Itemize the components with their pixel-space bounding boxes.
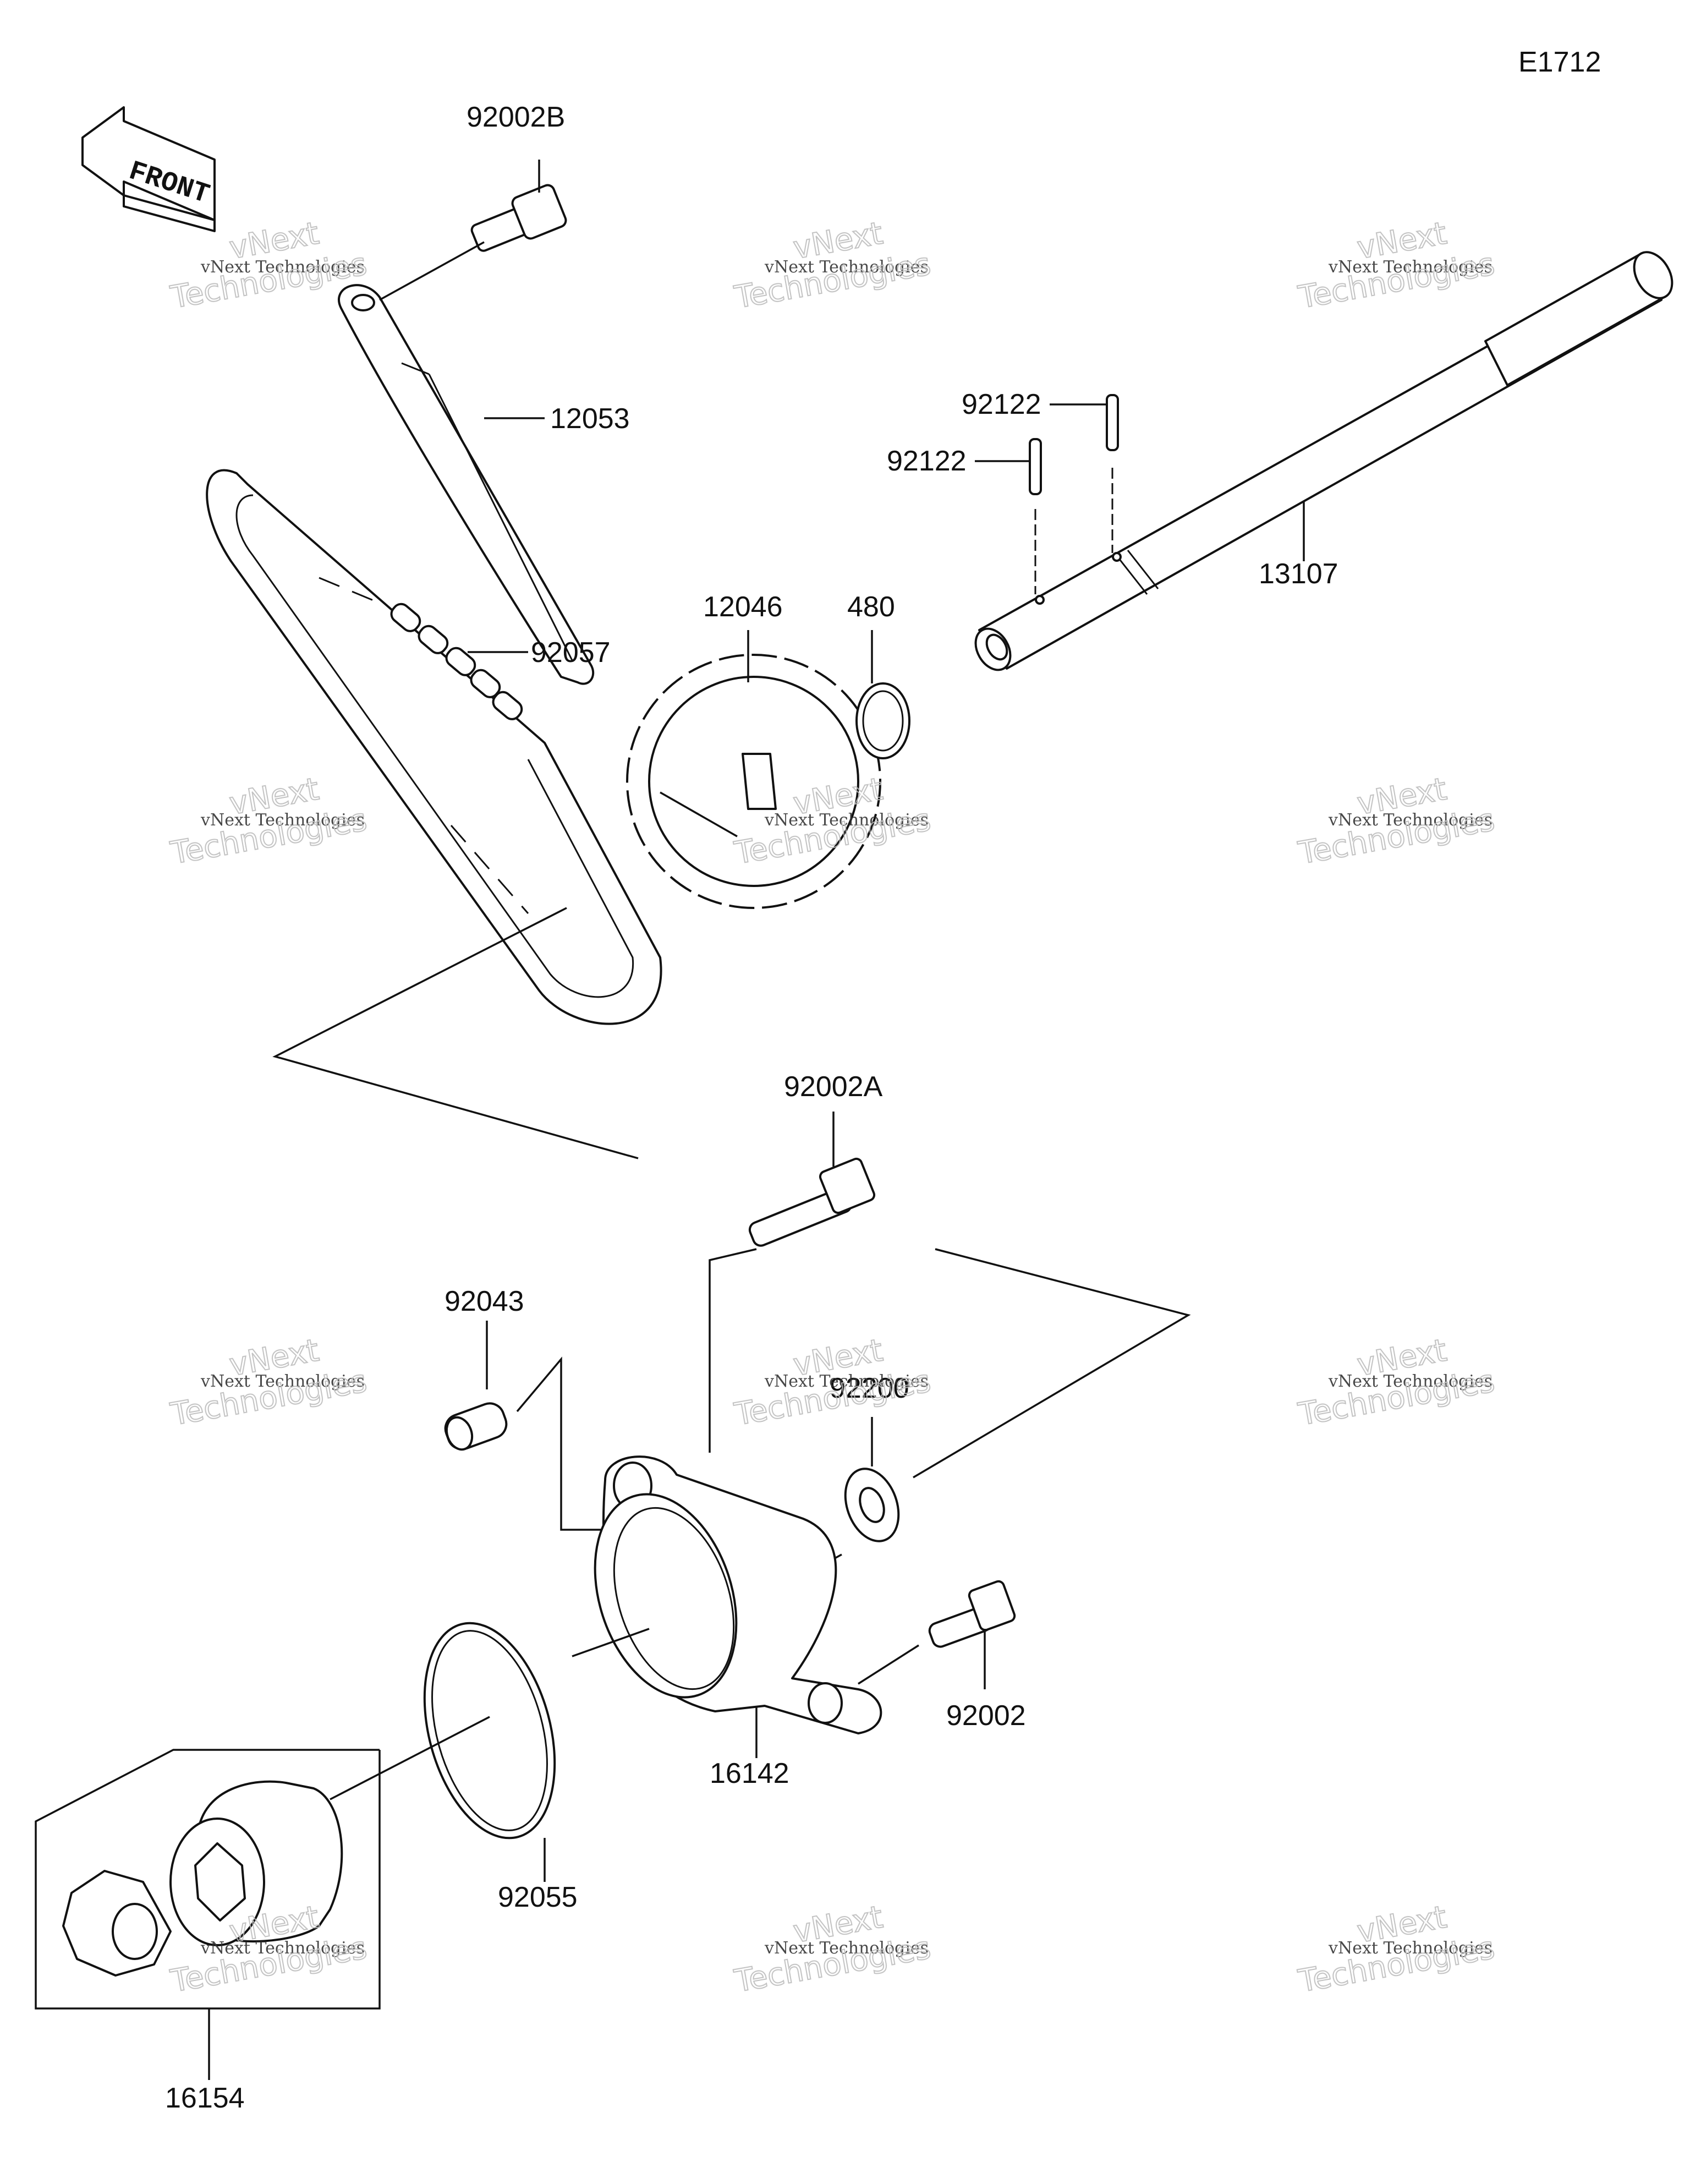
- label-12053: 12053: [550, 403, 630, 435]
- svg-text:vNext Technologies: vNext Technologies: [200, 1372, 365, 1391]
- bolt-92002: [858, 1580, 1016, 1689]
- label-16154: 16154: [165, 2082, 245, 2114]
- shaft-13107: [974, 251, 1673, 671]
- washer-92200: [844, 1417, 900, 1542]
- label-92200: 92200: [830, 1372, 909, 1404]
- svg-text:vNext Technologies: vNext Technologies: [764, 1372, 929, 1391]
- chain-guide-12053: [338, 284, 595, 685]
- svg-text:vNext Technologies: vNext Technologies: [764, 258, 929, 277]
- label-92057: 92057: [531, 637, 611, 669]
- svg-text:vNext Technologies: vNext Technologies: [200, 811, 365, 830]
- label-92122-upper: 92122: [962, 388, 1041, 420]
- label-92055: 92055: [498, 1881, 578, 1913]
- label-12046: 12046: [703, 591, 783, 623]
- svg-text:vNext Technologies: vNext Technologies: [764, 811, 929, 830]
- circlip-480: [855, 630, 910, 759]
- svg-text:vNext Technologies: vNext Technologies: [1328, 1939, 1493, 1958]
- housing-16142: [594, 1455, 882, 1758]
- label-92002: 92002: [946, 1700, 1026, 1732]
- pin-92122-upper: [1050, 394, 1119, 553]
- label-16142: 16142: [710, 1758, 789, 1789]
- svg-text:vNext Technologies: vNext Technologies: [1328, 811, 1493, 830]
- front-arrow-icon: FRONT: [81, 106, 216, 232]
- svg-text:vNext Technologies: vNext Technologies: [200, 1939, 365, 1958]
- label-480: 480: [847, 591, 895, 623]
- rotor-set-16154: [35, 1749, 381, 2080]
- label-92122-lower: 92122: [887, 445, 967, 477]
- diagram-code: E1712: [1518, 46, 1601, 78]
- label-13107: 13107: [1259, 558, 1338, 590]
- svg-text:vNext Technologies: vNext Technologies: [1328, 258, 1493, 277]
- svg-text:vNext Technologies: vNext Technologies: [200, 258, 365, 277]
- label-92043: 92043: [445, 1285, 524, 1317]
- sprocket-12046: [626, 630, 881, 909]
- svg-text:vNext Technologies: vNext Technologies: [1328, 1372, 1493, 1391]
- bolt-92002B: [379, 160, 567, 301]
- label-92002A: 92002A: [784, 1071, 883, 1103]
- svg-text:vNext Technologies: vNext Technologies: [764, 1939, 929, 1958]
- pin-92122-lower: [975, 438, 1042, 594]
- bolt-92002A: [709, 1112, 876, 1453]
- label-92002B: 92002B: [467, 101, 565, 133]
- o-ring-92055: [423, 1622, 650, 1882]
- watermark-group: vNext Technologies vNext Technologies vN…: [167, 215, 1498, 2000]
- dowel-92043: [444, 1321, 622, 1531]
- chain-92057: [206, 469, 662, 1025]
